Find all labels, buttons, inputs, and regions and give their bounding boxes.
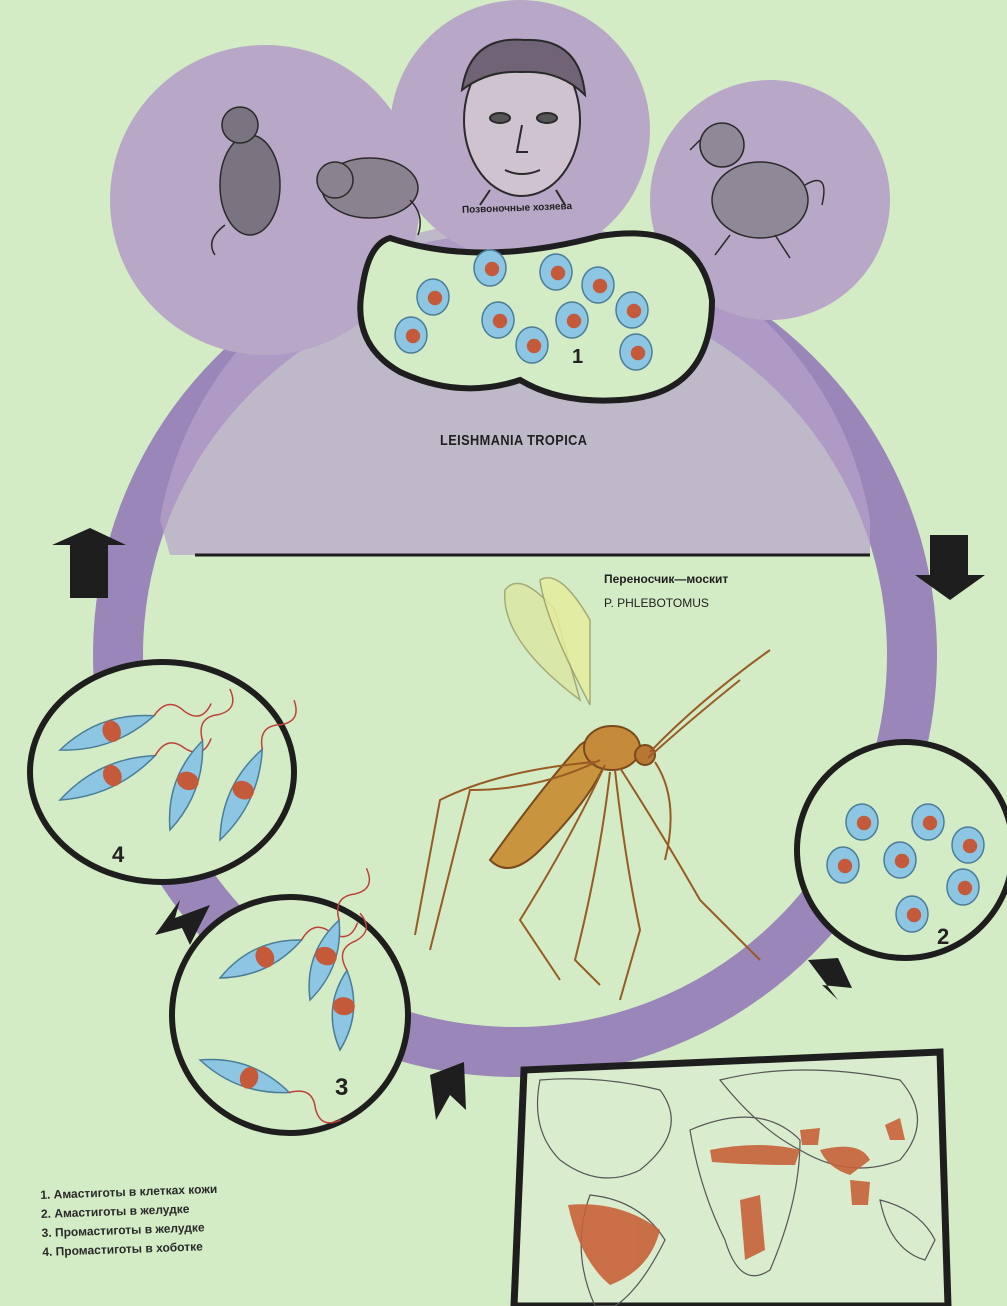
- arrow-icon: [430, 1062, 466, 1120]
- nucleus: [895, 854, 909, 868]
- vector-label: Переносчик—москит: [604, 572, 728, 586]
- nucleus: [406, 329, 420, 343]
- arrow-icon: [808, 958, 852, 1000]
- nucleus: [857, 816, 871, 830]
- stage-1-amastigotes: [360, 233, 712, 400]
- distribution-map: [514, 1052, 948, 1306]
- nucleus: [907, 908, 921, 922]
- nucleus: [428, 291, 442, 305]
- nucleus: [627, 304, 641, 318]
- nucleus: [485, 262, 499, 276]
- nucleus: [567, 314, 581, 328]
- nucleus: [493, 314, 507, 328]
- stage-number: 1: [572, 346, 583, 369]
- nucleus: [527, 339, 541, 353]
- nucleus: [958, 881, 972, 895]
- stage-4-promastigotes: [30, 662, 301, 882]
- legend: 1. Амастиготы в клетках кожи 2. Амастиго…: [40, 1180, 220, 1262]
- nucleus: [631, 346, 645, 360]
- diagram-title: LEISHMANIA TROPICA: [440, 432, 587, 449]
- stage-number: 4: [112, 842, 124, 868]
- nucleus: [963, 839, 977, 853]
- stage-2-amastigotes: [797, 742, 1007, 958]
- nucleus: [923, 816, 937, 830]
- stage-number: 3: [335, 1074, 348, 1102]
- stage-number: 2: [937, 924, 949, 950]
- nucleus: [838, 859, 852, 873]
- nucleus: [593, 279, 607, 293]
- vector-species-label: P. PHLEBOTOMUS: [604, 596, 709, 610]
- sandfly-vector-icon: [415, 578, 770, 1000]
- nucleus: [551, 266, 565, 280]
